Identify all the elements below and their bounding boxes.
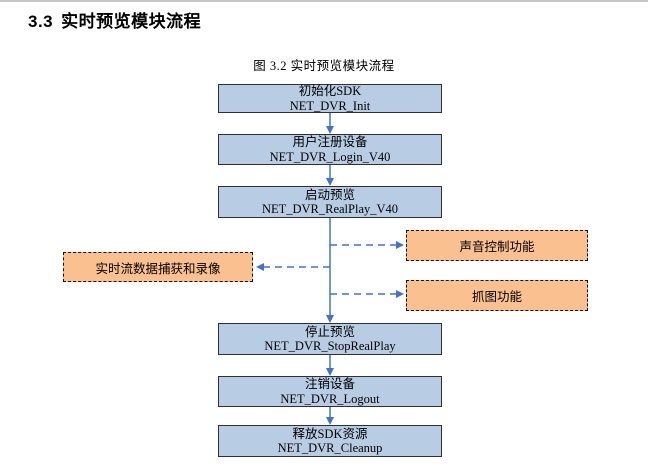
side-box-label: 抓图功能 [471,290,522,304]
flow-step-function: NET_DVR_Cleanup [277,441,383,455]
flow-step-login: 用户注册设备 NET_DVR_Login_V40 [218,134,442,165]
flow-step-realplay: 启动预览 NET_DVR_RealPlay_V40 [218,186,442,218]
flow-step-init: 初始化SDK NET_DVR_Init [218,84,442,113]
flow-step-logout: 注销设备 NET_DVR_Logout [218,376,442,407]
flow-step-label: 释放SDK资源 [292,426,368,441]
side-box-snapshot: 抓图功能 [406,280,588,311]
flow-step-label: 初始化SDK [298,84,362,98]
section-number: 3.3 [28,12,54,31]
side-box-label: 声音控制功能 [459,240,535,254]
flow-step-function: NET_DVR_RealPlay_V40 [261,202,399,216]
side-box-stream-capture: 实时流数据捕获和录像 [63,252,253,282]
side-box-voice-control: 声音控制功能 [406,230,588,261]
flow-step-stoprealplay: 停止预览 NET_DVR_StopRealPlay [218,323,442,355]
flow-step-function: NET_DVR_StopRealPlay [264,339,396,353]
flow-step-cleanup: 释放SDK资源 NET_DVR_Cleanup [218,425,442,457]
section-title: 实时预览模块流程 [61,12,202,31]
page-top-divider [0,0,648,2]
side-box-label: 实时流数据捕获和录像 [95,261,221,276]
figure-caption: 图 3.2 实时预览模块流程 [253,59,395,73]
flow-step-label: 注销设备 [304,377,355,391]
flow-step-label: 用户注册设备 [292,135,368,149]
flow-step-label: 停止预览 [304,324,355,339]
flow-step-function: NET_DVR_Login_V40 [269,149,391,164]
section-heading: 3.3 实时预览模块流程 [28,7,201,32]
flow-step-function: NET_DVR_Init [289,98,371,113]
flow-step-function: NET_DVR_Logout [280,391,380,406]
flow-step-label: 启动预览 [304,187,355,202]
